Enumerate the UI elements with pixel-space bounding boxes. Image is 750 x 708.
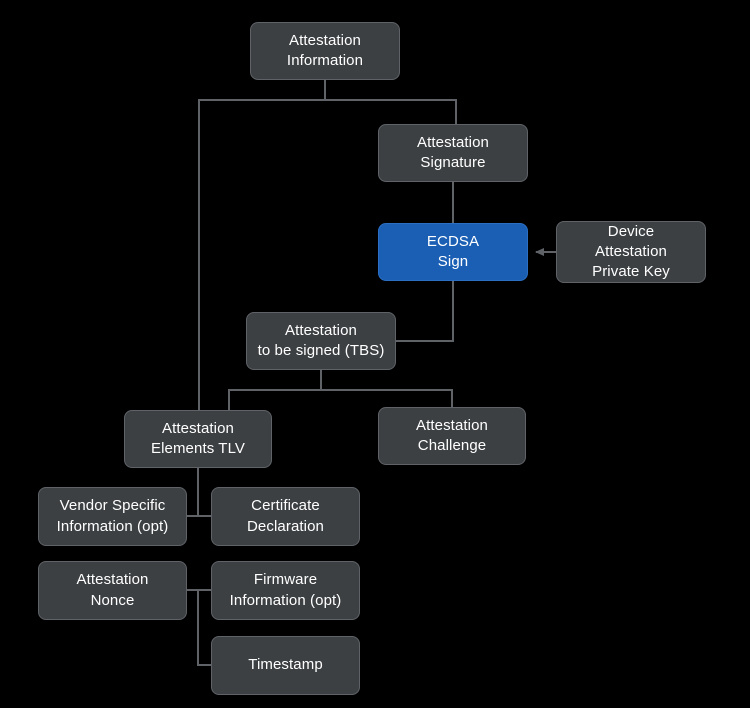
node-vendor-specific-information[interactable]: Vendor Specific Information (opt) [38,487,187,546]
connector-tbs-to-children [321,389,453,407]
node-attestation-information[interactable]: Attestation Information [250,22,400,80]
node-attestation-challenge[interactable]: Attestation Challenge [378,407,526,465]
connector-ecdsa-to-tbs [396,281,454,342]
node-ecdsa-sign[interactable]: ECDSA Sign [378,223,528,281]
node-label-attestation-signature: Attestation Signature [417,133,489,171]
node-label-firmware-information: Firmware Information (opt) [229,571,342,609]
node-label-certificate-declaration: Certificate Declaration [247,497,324,535]
node-certificate-declaration[interactable]: Certificate Declaration [211,487,360,546]
node-label-device-attestation-private-key: Device Attestation Private Key [592,222,670,281]
node-label-attestation-elements-tlv: Attestation Elements TLV [150,419,246,457]
node-attestation-to-be-signed-tbs[interactable]: Attestation to be signed (TBS) [246,312,396,370]
node-attestation-elements-tlv[interactable]: Attestation Elements TLV [124,410,272,468]
node-label-ecdsa-sign: ECDSA Sign [426,232,480,270]
connector-elements-to-timestamp [197,590,211,666]
connector-tbs-to-children [228,370,322,410]
connector-information-to-signature [324,80,457,124]
node-label-attestation-to-be-signed-tbs: Attestation to be signed (TBS) [257,321,385,359]
node-label-vendor-specific-information: Vendor Specific Information (opt) [56,497,169,535]
node-label-attestation-information: Attestation Information [286,31,364,69]
node-device-attestation-private-key[interactable]: Device Attestation Private Key [556,221,706,283]
connector-elements-to-vendor-specific [187,468,199,517]
node-attestation-signature[interactable]: Attestation Signature [378,124,528,182]
node-timestamp[interactable]: Timestamp [211,636,360,695]
node-label-attestation-nonce: Attestation Nonce [76,571,149,609]
node-label-timestamp: Timestamp [248,656,323,674]
node-firmware-information[interactable]: Firmware Information (opt) [211,561,360,620]
node-attestation-nonce[interactable]: Attestation Nonce [38,561,187,620]
node-label-attestation-challenge: Attestation Challenge [416,416,488,454]
